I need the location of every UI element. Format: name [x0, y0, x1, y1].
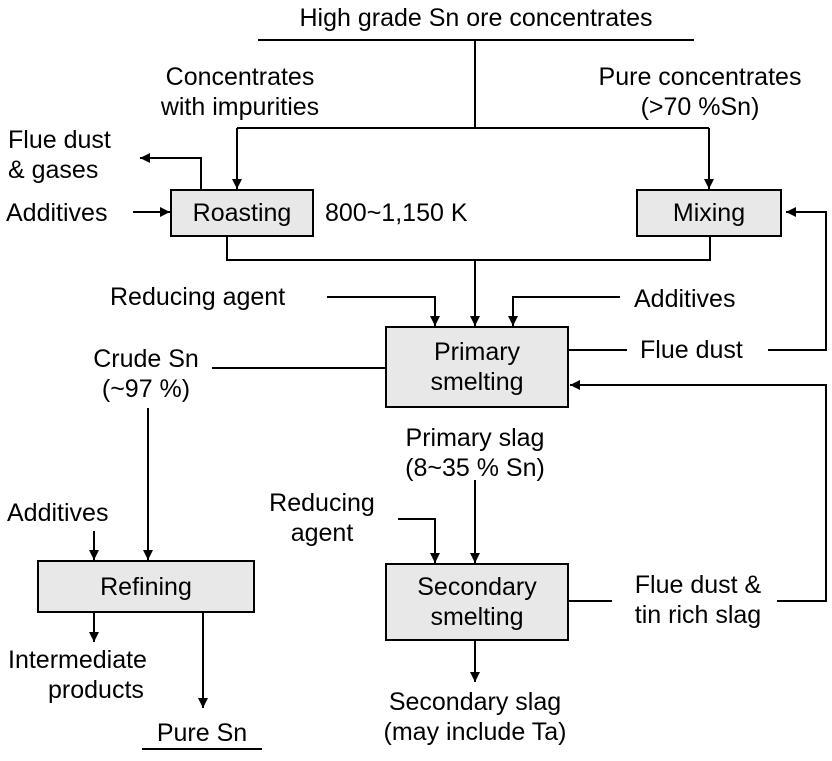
- roasting-temperature-label: 800~1,150 K: [325, 199, 468, 227]
- reducing-agent-secondary-label: Reducing agent: [269, 489, 375, 547]
- arrow-additives-primary: [508, 296, 620, 326]
- flue-dust-tin-slag-label: Flue dust & tin rich slag: [634, 571, 762, 629]
- roasting-box: Roasting: [170, 189, 314, 237]
- primary-slag-label: Primary slag (8~35 % Sn): [405, 424, 545, 482]
- reducing-agent-primary-label: Reducing agent: [110, 283, 286, 311]
- mixing-label: Mixing: [672, 199, 746, 227]
- arrow-flue-dust-gases: [140, 153, 202, 189]
- primary-smelting-label-1: Primary: [433, 338, 521, 366]
- secondary-smelting-label-1: Secondary: [417, 573, 537, 601]
- intermediate-products-label: Intermediate products: [8, 646, 147, 704]
- additives-primary-label: Additives: [634, 285, 736, 313]
- flue-dust-gases-label: Flue dust & gases: [8, 126, 111, 184]
- arrow-reducing-primary: [327, 296, 440, 326]
- roasting-label: Roasting: [192, 199, 292, 227]
- flue-dust-primary-label: Flue dust: [640, 336, 743, 364]
- concentrates-impurities-label: Concentrates with impurities: [160, 63, 320, 121]
- pure-sn-label: Pure Sn: [156, 719, 248, 747]
- primary-smelting-box: Primary smelting: [385, 326, 569, 408]
- refining-box: Refining: [37, 560, 255, 613]
- arrow-flue-dust-mixing: [768, 207, 827, 351]
- secondary-slag-label: Secondary slag (may include Ta): [383, 688, 567, 746]
- additives-refining-label: Additives: [7, 499, 109, 527]
- primary-smelting-label-2: smelting: [430, 368, 524, 396]
- secondary-smelting-label-2: smelting: [430, 603, 524, 631]
- merge-line: [226, 236, 711, 261]
- refining-label: Refining: [100, 572, 192, 601]
- additives-roasting-label: Additives: [6, 199, 108, 227]
- secondary-smelting-box: Secondary smelting: [385, 563, 569, 641]
- mixing-box: Mixing: [636, 189, 782, 237]
- pure-concentrates-label: Pure concentrates (>70 %Sn): [598, 63, 802, 121]
- arrow-reducing-secondary: [398, 518, 440, 563]
- title: High grade Sn ore concentrates: [299, 4, 653, 32]
- crude-sn-label: Crude Sn (~97 %): [93, 345, 199, 403]
- arrow-recycle-primary: [570, 380, 827, 602]
